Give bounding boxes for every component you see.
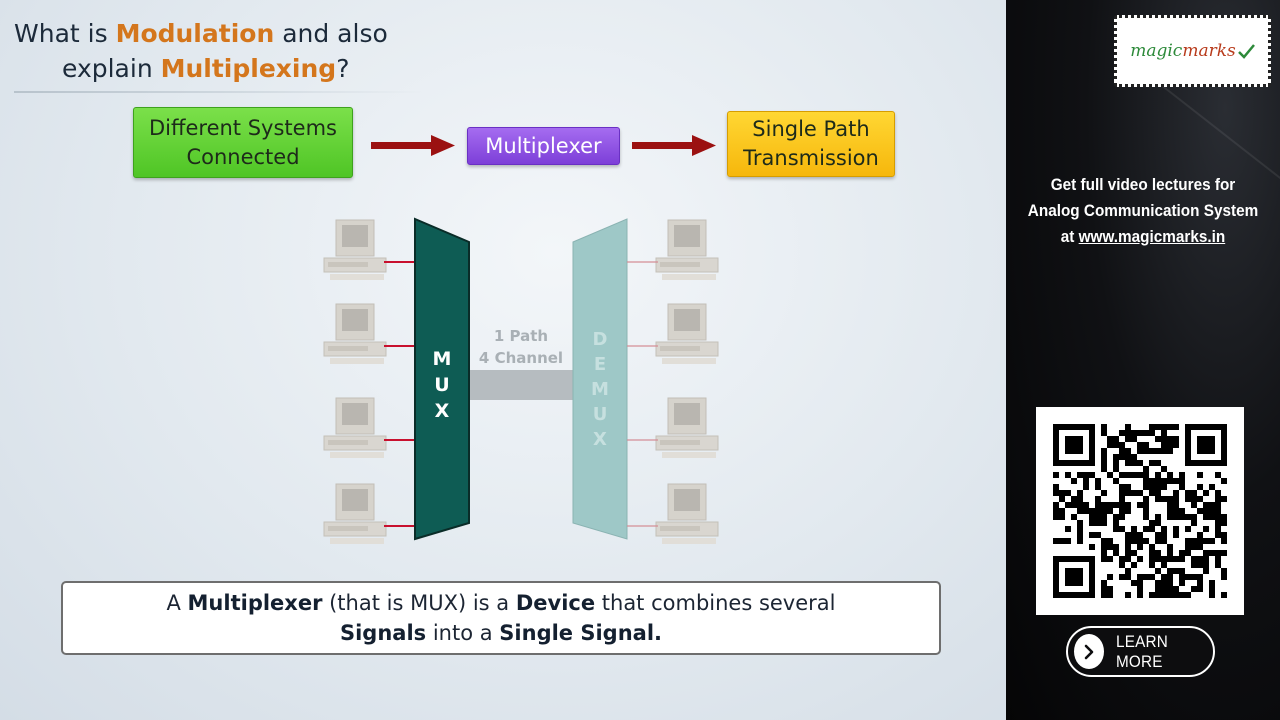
- qr-code-icon: [1053, 424, 1227, 598]
- computer-icon: [655, 397, 719, 459]
- title-accent-multiplexing: Multiplexing: [160, 54, 337, 83]
- caption-bold: Multiplexer: [187, 591, 323, 615]
- caption-line-1: A Multiplexer (that is MUX) is a Device …: [166, 588, 835, 618]
- computer-icon: [323, 483, 387, 545]
- single-path-box: Single Path Transmission: [727, 111, 895, 177]
- demux-letter: D: [593, 329, 608, 350]
- mux-block: [414, 217, 470, 541]
- computer-icon: [323, 303, 387, 365]
- computer-icon: [655, 483, 719, 545]
- demux-letter: U: [593, 404, 608, 425]
- title-word: What is: [14, 19, 116, 48]
- promo-prefix: at: [1060, 227, 1079, 246]
- demux-letter: X: [593, 429, 607, 450]
- computer-icon: [323, 397, 387, 459]
- caption-bold: Device: [515, 591, 596, 615]
- demux-letter: E: [594, 354, 606, 375]
- link-label-channel: 4 Channel: [479, 349, 563, 367]
- title-accent-modulation: Modulation: [115, 19, 275, 48]
- caption-text: A: [166, 591, 188, 615]
- title-underline: [14, 91, 424, 93]
- website-link[interactable]: www.magicmarks.in: [1078, 227, 1226, 246]
- computer-icon: [655, 219, 719, 281]
- caption-line-2: Signals into a Single Signal.: [340, 618, 662, 648]
- title-word: ?: [336, 54, 350, 83]
- logo-text-magic: magic: [1130, 41, 1183, 61]
- mux-letter: M: [433, 348, 452, 370]
- demux-block: [572, 218, 628, 540]
- title-word: explain: [62, 54, 161, 83]
- computer-icon: [323, 219, 387, 281]
- promo-text: Get full video lectures for Analog Commu…: [1027, 172, 1259, 250]
- chevron-right-icon: [1074, 634, 1104, 669]
- promo-line-1: Get full video lectures for: [1050, 175, 1236, 194]
- caption-text: that combines several: [595, 591, 836, 615]
- title-line-2: explain Multiplexing?: [14, 51, 434, 86]
- single-path-line-1: Single Path: [752, 117, 870, 141]
- link-label-path: 1 Path: [494, 327, 548, 345]
- slide: What is Modulation and also explain Mult…: [0, 0, 1006, 720]
- computer-icon: [655, 303, 719, 365]
- logo-text-marks: marks: [1182, 41, 1236, 61]
- flow-arrow-icon: [632, 135, 716, 156]
- slide-title: What is Modulation and also explain Mult…: [14, 16, 434, 86]
- caption-text: into a: [426, 621, 500, 645]
- output-signal-lines: [627, 261, 658, 527]
- multiplexer-box: Multiplexer: [467, 127, 620, 165]
- demux-letter: M: [591, 379, 609, 400]
- chevron-right-icon-glyph: [1084, 644, 1094, 659]
- different-systems-line-2: Connected: [186, 144, 300, 169]
- caption-bold: Signals: [339, 621, 427, 645]
- single-path-line-2: Transmission: [743, 146, 879, 170]
- channel-link: [469, 370, 573, 400]
- mux-letter: U: [434, 374, 449, 396]
- mux-demux-diagram: 1 Path 4 Channel M U X D E M U X: [323, 217, 719, 545]
- learn-more-button[interactable]: LEARN MORE: [1066, 626, 1215, 677]
- check-icon: [1237, 44, 1255, 59]
- promo-line-2: Analog Communication System: [1027, 201, 1259, 220]
- caption-bold: Single Signal.: [499, 621, 663, 645]
- definition-caption: A Multiplexer (that is MUX) is a Device …: [61, 581, 941, 655]
- different-systems-line-1: Different Systems: [149, 115, 337, 140]
- different-systems-box: Different Systems Connected: [133, 107, 353, 178]
- flow-arrow-icon: [371, 135, 455, 156]
- title-word: and also: [274, 19, 388, 48]
- title-line-1: What is Modulation and also: [14, 16, 434, 51]
- learn-more-label: LEARN MORE: [1115, 631, 1168, 671]
- multiplexer-label: Multiplexer: [485, 133, 602, 158]
- promo-line-3: at www.magicmarks.in: [1027, 224, 1259, 250]
- mux-letter: X: [435, 400, 450, 422]
- qr-code[interactable]: [1036, 407, 1244, 615]
- caption-text: (that is MUX) is a: [322, 591, 516, 615]
